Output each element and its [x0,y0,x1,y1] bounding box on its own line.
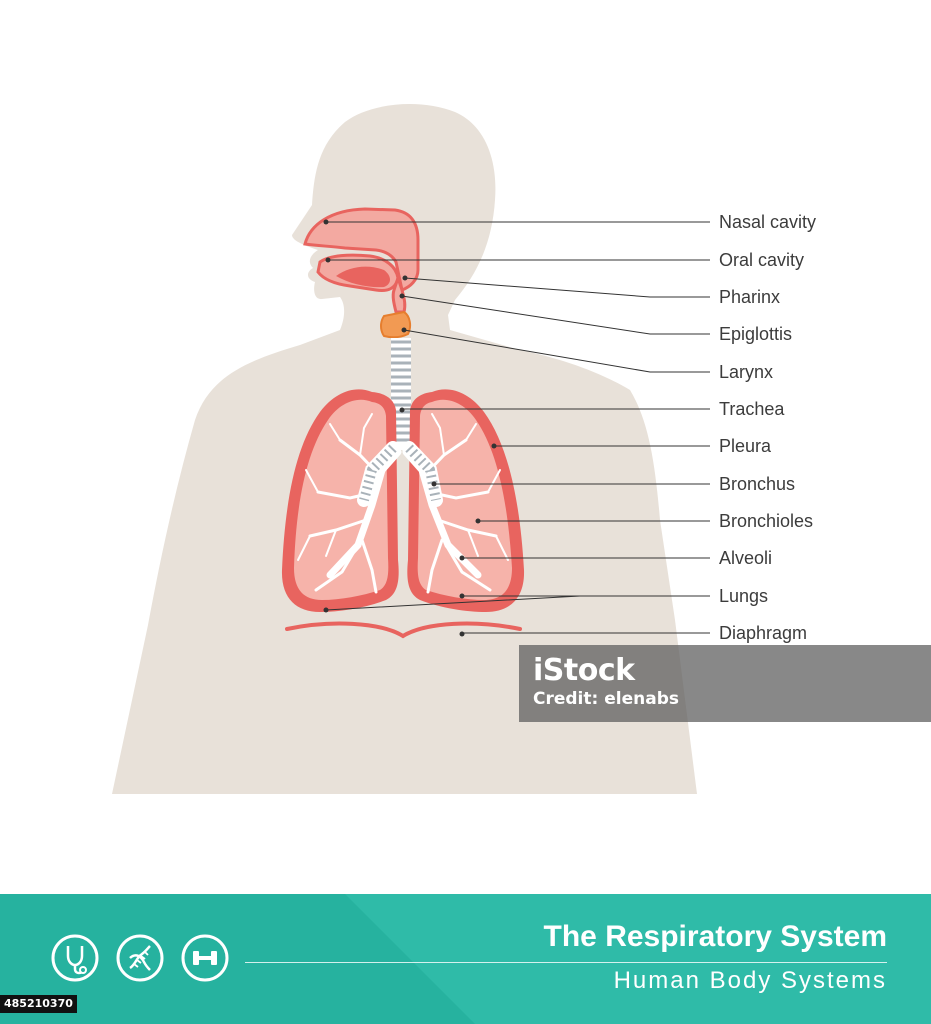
leader-dot [325,257,331,263]
leader-dot [475,518,481,524]
leader-dot [399,407,405,413]
footer-shade [345,894,931,1024]
label-larynx: Larynx [719,362,774,382]
left-lung-inner [417,399,512,600]
label-alveoli: Alveoli [719,548,773,568]
leader-dot [323,219,329,225]
leader-dot [459,593,465,599]
label-pleura: Pleura [719,436,772,456]
label-bronchus: Bronchus [719,474,796,494]
image-id-tag: 485210370 [0,995,77,1013]
leader-dot [459,555,465,561]
stethoscope-icon [51,934,99,982]
label-bronchioles: Bronchioles [719,511,814,531]
leader-dot [401,327,407,333]
leader-lines [323,219,710,637]
leader-dot [431,481,437,487]
leader-dot [399,293,405,299]
leader-line [401,295,710,335]
respiratory-diagram [112,103,710,795]
leader-dot [402,275,408,281]
leader-dot [491,443,497,449]
trachea-shape [391,338,411,450]
nasal-cavity-shape [303,207,420,293]
watermark-credit: Credit: elenabs [533,689,679,709]
watermark-logo: iStock [533,653,635,688]
footer-banner: The Respiratory System Human Body System… [0,894,931,1024]
larynx-shape [380,310,412,339]
label-nasal-cavity: Nasal cavity [719,212,817,232]
footer-subtitle: Human Body Systems [613,967,887,994]
label-diaphragm: Diaphragm [719,623,808,643]
leader-line [403,329,710,373]
leader-dot [459,631,465,637]
leader-dot [323,607,329,613]
footer-title: The Respiratory System [543,920,887,953]
label-oral-cavity: Oral cavity [719,250,805,270]
label-lungs: Lungs [719,586,769,606]
bronchus-shape [357,441,443,507]
footer-divider [245,962,887,963]
tongue-shape [336,266,390,288]
label-trachea: Trachea [719,399,785,419]
dna-icon [116,934,164,982]
label-pharinx: Pharinx [719,287,781,307]
watermark: iStock Credit: elenabs [519,645,931,722]
diaphragm-shape [285,621,522,639]
label-epiglottis: Epiglottis [719,324,793,344]
dumbbell-icon [181,934,229,982]
leader-line [404,277,710,298]
